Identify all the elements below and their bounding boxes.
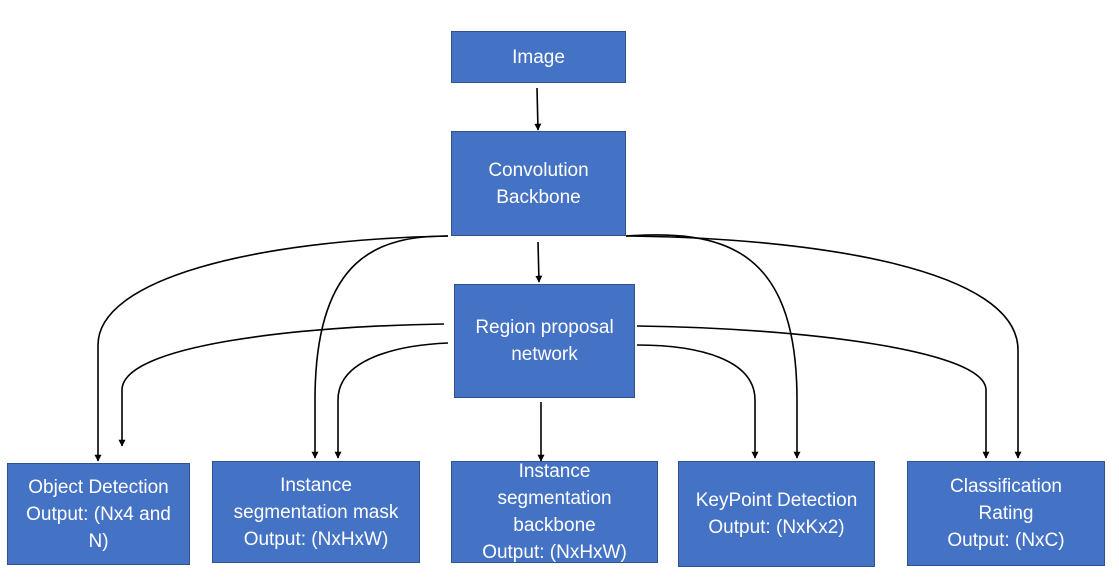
node-label-line: network	[511, 344, 578, 365]
node-label-line: Image	[512, 46, 565, 68]
region-proposal-network-node: Region proposal network	[454, 284, 635, 398]
node-label-line: Output: (Nx4 and	[26, 503, 171, 525]
arrow-rpn-to-keypoint	[636, 344, 759, 459]
arrow-backbone-to-instance-mask	[311, 235, 449, 459]
node-label-line: Output: (NxHxW)	[482, 542, 627, 563]
node-label-line: Rating	[978, 503, 1034, 524]
node-label-line: Output: (NxHxW)	[243, 528, 389, 550]
node-label-line: segmentation mask	[233, 501, 399, 523]
node-label-line: Instance	[280, 474, 352, 496]
node-label-line: Output: (NxC)	[947, 530, 1065, 551]
arrow-rpn-to-instance-mask	[334, 342, 449, 459]
arrow-backbone-to-rpn	[535, 241, 543, 283]
node-label-line: KeyPoint Detection	[695, 490, 858, 511]
node-label-line: Backbone	[496, 186, 581, 208]
node-label-line: Output: (NxKx2)	[708, 517, 845, 538]
node-label-line: Region proposal	[475, 317, 614, 338]
node-label-line: Classification	[950, 476, 1062, 497]
arrow-rpn-to-object-detection	[118, 323, 445, 447]
node-label-line: Convolution	[488, 159, 589, 181]
node-label-line: backbone	[513, 515, 596, 536]
node-label-line: Instance	[518, 461, 591, 482]
node-label-line: segmentation	[497, 488, 612, 509]
arrow-rpn-to-classification	[636, 325, 990, 459]
arrow-backbone-to-keypoint	[625, 234, 801, 459]
arrow-backbone-to-classification	[625, 235, 1022, 459]
image-node: Image	[451, 31, 626, 83]
node-label-line: Object Detection	[28, 476, 169, 498]
arrow-image-to-backbone	[534, 87, 542, 131]
node-label-line: N)	[88, 530, 109, 552]
arrow-backbone-to-object-detection	[94, 235, 449, 462]
